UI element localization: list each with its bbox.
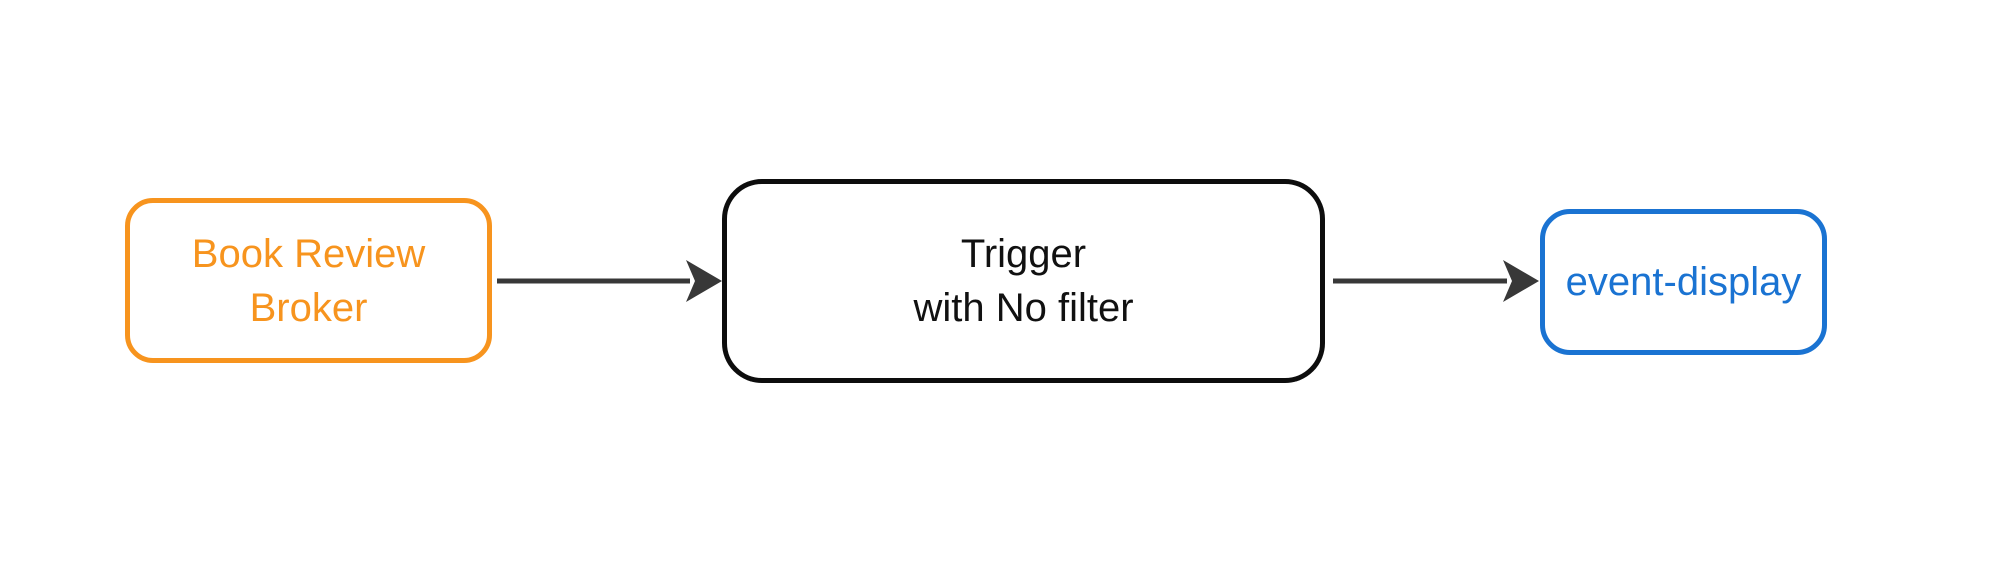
node-label-line: Book Review: [191, 231, 426, 276]
arrow-broker-to-trigger: [497, 260, 722, 302]
node-label-line: Broker: [249, 285, 368, 330]
node-label-line: with No filter: [913, 286, 1134, 330]
node-book-review-broker: Book Review Broker: [125, 198, 492, 363]
node-label-line: Trigger: [960, 232, 1087, 276]
arrowhead-icon: [686, 260, 722, 302]
node-trigger: Trigger with No filter: [722, 179, 1325, 383]
arrowhead-icon: [1503, 260, 1539, 302]
arrow-trigger-to-event-display: [1333, 260, 1539, 302]
node-label-line: event-display: [1565, 260, 1802, 304]
node-event-display: event-display: [1540, 209, 1827, 355]
